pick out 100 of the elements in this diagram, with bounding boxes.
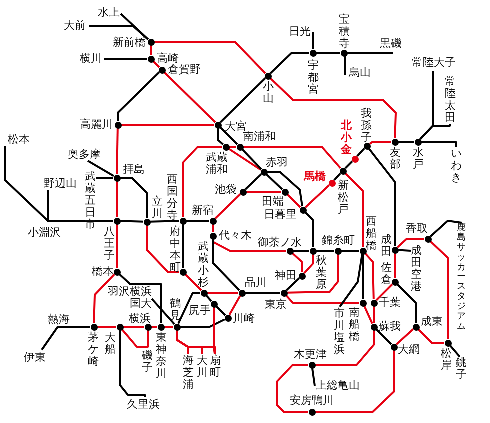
station-dot	[392, 138, 398, 146]
station-dot	[158, 66, 166, 74]
rail-line	[304, 212, 314, 248]
station-name: 常陸大子	[412, 56, 456, 69]
rail-line	[206, 294, 212, 302]
rail-line	[396, 284, 417, 324]
rail-line	[146, 226, 180, 273]
rail-line	[212, 224, 214, 232]
station-dot	[210, 218, 216, 224]
rail-line	[304, 254, 314, 274]
station-dot	[116, 324, 124, 330]
station-name: 拝島	[123, 163, 145, 176]
station-name: 大網	[398, 343, 420, 356]
rail-line	[339, 254, 364, 308]
station-name: 水上	[98, 6, 120, 19]
rail-line	[396, 328, 414, 346]
rail-line	[47, 190, 114, 222]
station-dot	[210, 232, 216, 240]
station-dot	[370, 324, 378, 330]
station-name: 代々木	[219, 229, 252, 242]
rail-line	[316, 52, 340, 54]
station-name: 立川	[152, 196, 163, 220]
station-dot	[90, 324, 98, 330]
station-dot	[158, 324, 164, 330]
station-dot	[424, 236, 432, 242]
rail-line	[220, 126, 238, 146]
rail-line	[430, 240, 449, 340]
rail-line	[418, 328, 444, 344]
station-dot	[310, 248, 316, 254]
rail-line	[216, 306, 226, 316]
station-dot	[360, 248, 366, 254]
station-dot	[286, 248, 294, 254]
rail-line	[120, 177, 148, 218]
station-name: 熱海	[48, 313, 70, 326]
station-name: 橋本	[92, 265, 114, 278]
rail-line	[276, 364, 308, 413]
station-name: 高麗川	[80, 118, 113, 131]
station-name: 成田	[381, 234, 392, 258]
rail-line	[164, 72, 216, 124]
station-name: 海芝浦	[183, 355, 194, 392]
station-name: 秋葉原	[316, 255, 327, 292]
station-dot	[260, 168, 268, 176]
station-name: 西国分寺	[167, 174, 178, 222]
rail-line	[154, 41, 266, 74]
station-name: 松本	[8, 133, 30, 146]
station-dot	[148, 38, 154, 46]
station-dot	[392, 278, 398, 286]
rail-line	[208, 292, 238, 294]
station-name: 茅ケ崎	[88, 332, 99, 368]
station-name: 東神奈川	[156, 332, 167, 380]
rail-line	[120, 13, 150, 40]
rail-line	[286, 278, 300, 292]
station-name: 神田	[275, 269, 297, 282]
rail-line	[304, 184, 330, 208]
rail-line	[150, 46, 152, 56]
station-dot	[240, 188, 246, 196]
station-name: 武蔵小杉	[198, 241, 209, 290]
rail-line	[356, 148, 366, 158]
rail-line	[180, 318, 226, 328]
station-dot	[392, 246, 398, 254]
station-name: 扇町	[210, 355, 221, 380]
station-name: 磯子	[142, 350, 153, 374]
rail-line	[152, 326, 158, 328]
rail-line	[316, 330, 375, 366]
station-dot	[282, 188, 288, 196]
rail-line	[150, 220, 180, 223]
rail-line	[214, 194, 242, 220]
rail-line	[182, 146, 222, 218]
station-name: 常陸太田	[445, 76, 456, 124]
station-name: 市川塩浜	[334, 308, 345, 356]
rail-line	[369, 141, 392, 145]
rail-line	[122, 329, 149, 348]
station-name: 松岸	[441, 348, 452, 372]
rail-line	[182, 224, 184, 268]
rail-line	[334, 172, 342, 182]
station-name: 横浜	[129, 312, 151, 325]
station-name: 品川	[245, 276, 267, 289]
rail-line	[244, 146, 342, 170]
rail-line	[212, 240, 240, 292]
rail-line	[398, 249, 412, 252]
station-dot	[360, 300, 366, 306]
rail-line	[422, 141, 457, 147]
rail-line	[292, 252, 303, 272]
station-name: 鶴見	[170, 298, 181, 322]
station-name: 南船橋	[349, 307, 360, 344]
station-name: 奥多摩	[68, 148, 101, 161]
rail-line	[450, 345, 461, 358]
rail-line	[312, 31, 314, 50]
rail-line	[116, 182, 118, 218]
station-name: 府中本町	[170, 226, 181, 274]
rail-line	[286, 294, 360, 304]
rail-line	[287, 254, 339, 294]
station-name: 蘇我	[379, 320, 401, 333]
station-dot	[148, 56, 154, 62]
rail-line	[176, 330, 216, 354]
station-dot	[308, 408, 316, 416]
station-dot	[390, 344, 398, 350]
rail-line	[266, 174, 284, 190]
rail-line	[119, 330, 146, 397]
rail-line	[364, 252, 375, 300]
